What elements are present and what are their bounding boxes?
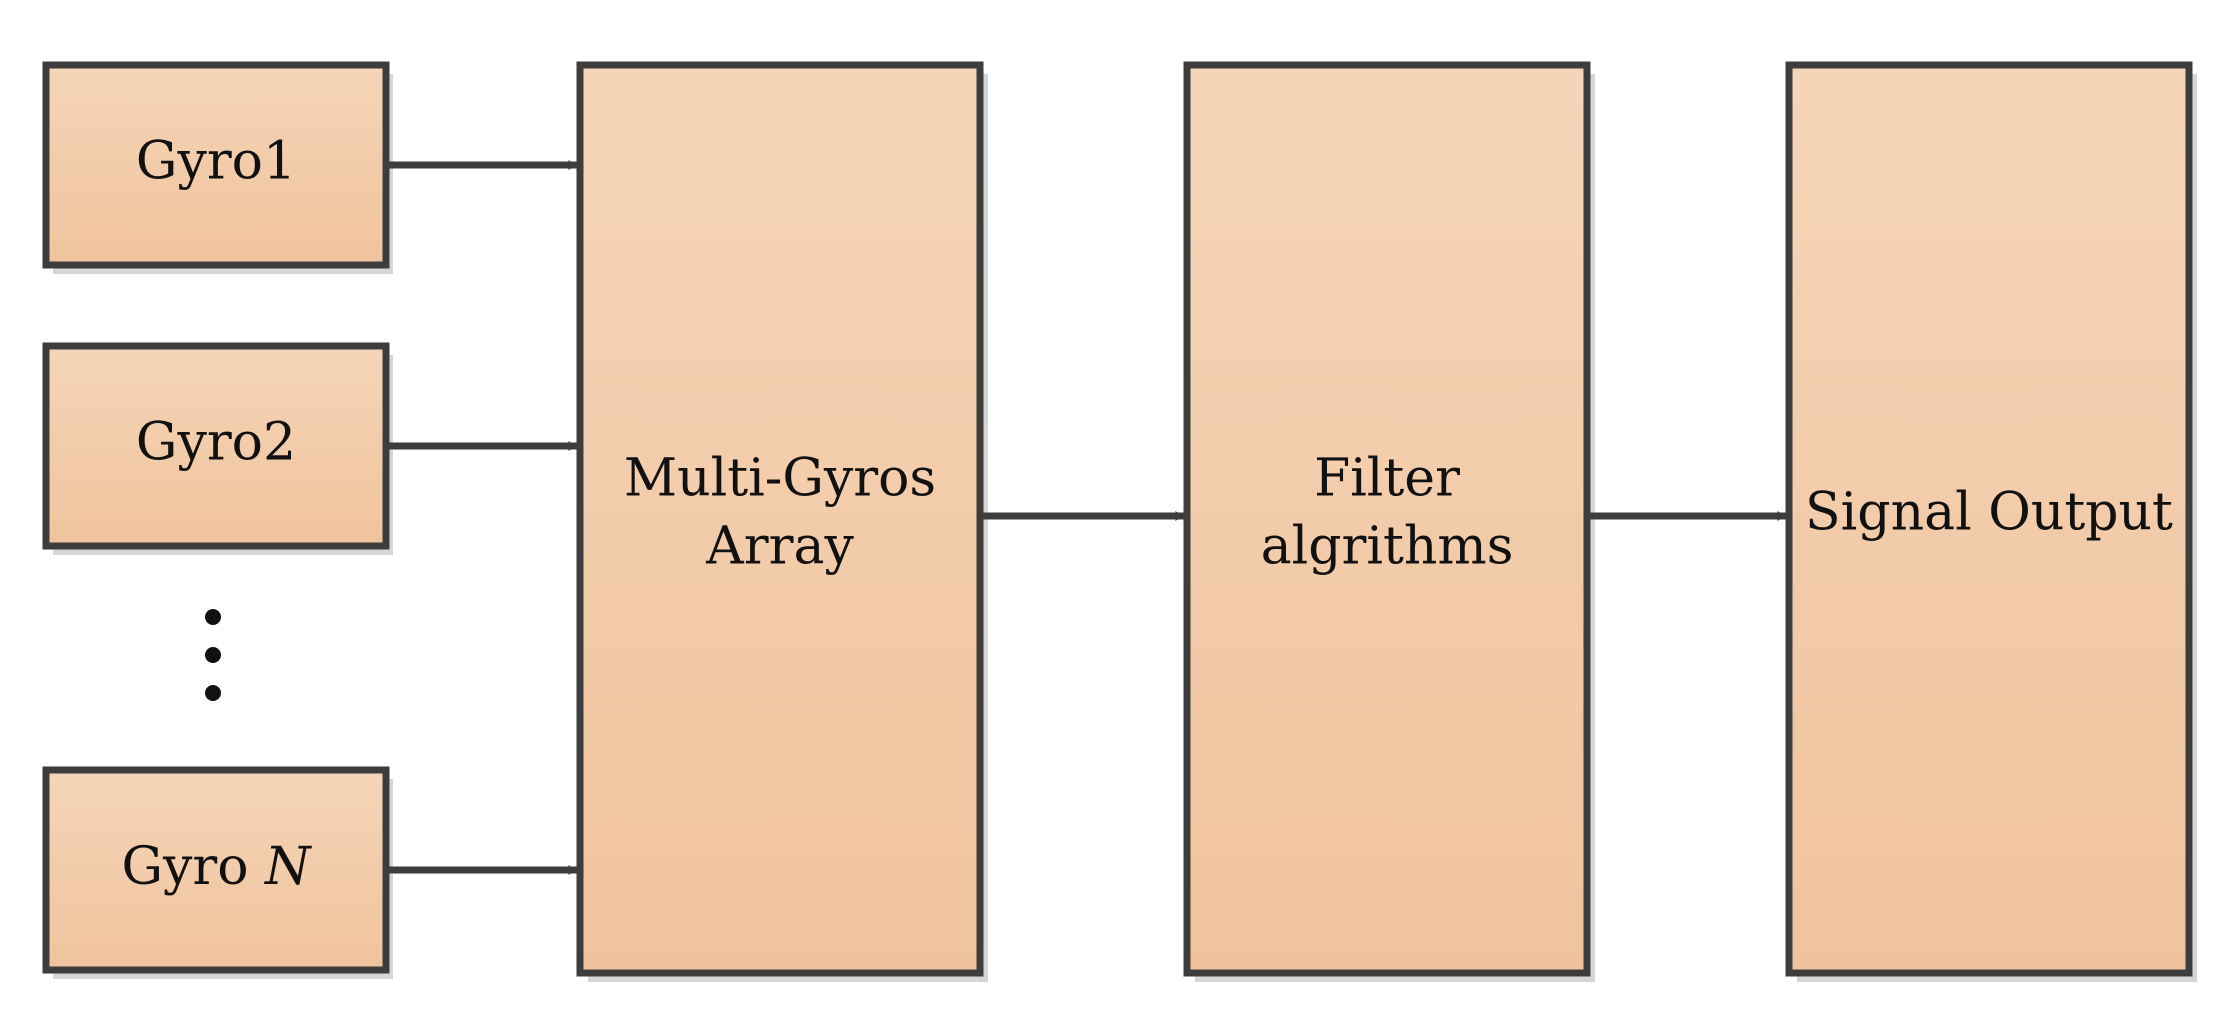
filter-label-line1: Filter (1314, 449, 1460, 509)
vertical-ellipsis-icon (205, 609, 221, 701)
connector-arrows (389, 160, 1787, 875)
array-label-line2: Array (705, 517, 854, 577)
signal-output-box: Signal Output (1785, 61, 2193, 977)
gyro2-box: Gyro2 (42, 342, 390, 550)
gyro-n-box: Gyro N (42, 766, 390, 974)
filter-algorithms-box: Filter algrithms (1183, 61, 1591, 977)
array-label-line1: Multi-Gyros (624, 449, 936, 509)
gyro-n-prefix: Gyro (121, 837, 265, 897)
gyro1-label: Gyro1 (136, 132, 296, 192)
gyro2-label: Gyro2 (136, 413, 296, 473)
filter-label-line2: algrithms (1261, 517, 1514, 577)
gyro-n-variable: N (263, 837, 312, 897)
multi-gyros-array-box: Multi-Gyros Array (576, 61, 984, 977)
gyro-n-label: Gyro N (121, 837, 312, 897)
signal-output-label: Signal Output (1805, 483, 2173, 543)
gyro1-box: Gyro1 (42, 61, 390, 269)
